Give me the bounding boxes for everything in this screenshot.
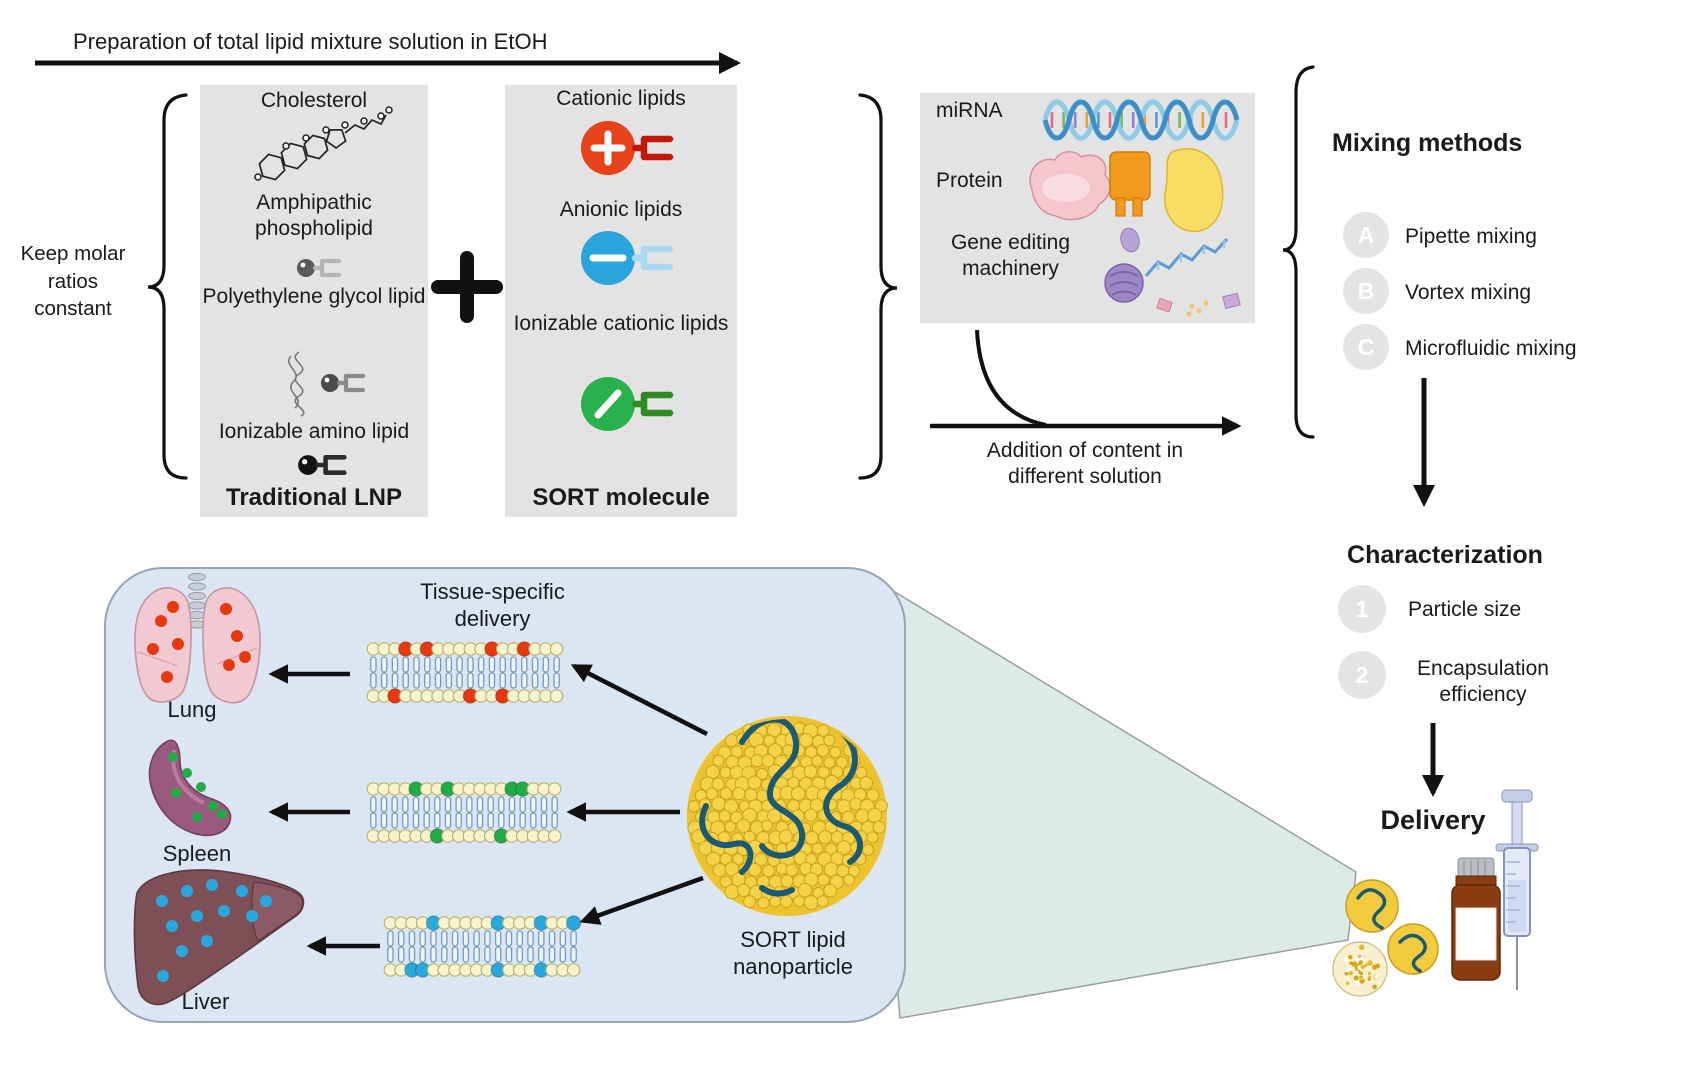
trad-component-cholesterol: Cholesterol xyxy=(260,89,368,112)
sort-molecule-box xyxy=(505,85,737,517)
characterization-label-encapsulation: Encapsulation efficiency xyxy=(1417,657,1549,707)
flow-arrows xyxy=(1412,378,1445,797)
characterization-title: Characterization xyxy=(1347,541,1543,569)
mixing-label-pipette: Pipette mixing xyxy=(1405,225,1537,248)
nanoparticle-label: SORT lipid nanoparticle xyxy=(733,927,853,980)
mixing-brace xyxy=(1282,65,1315,439)
targeting-arrows xyxy=(268,663,709,956)
traditional-lnp-title: Traditional LNP xyxy=(225,484,402,511)
tissue-panel-title: Tissue-specific delivery xyxy=(420,579,565,632)
delivered-nanoparticles xyxy=(1332,879,1439,997)
characterization-label-size: Particle size xyxy=(1408,598,1522,621)
trad-component-phospholipid: Amphipathic phospholipid xyxy=(255,191,373,241)
mixing-badge-c: C xyxy=(1343,324,1389,370)
zoom-cone xyxy=(861,570,1357,1019)
trad-component-amino: Ionizable amino lipid xyxy=(218,420,410,443)
organ-label-liver: Liver xyxy=(181,989,230,1014)
sort-component-cationic: Cationic lipids xyxy=(556,87,686,110)
trad-component-peg: Polyethylene glycol lipid xyxy=(202,285,426,308)
vial-icon xyxy=(1451,857,1501,981)
lipid-group-brace xyxy=(858,93,898,480)
spleen-illustration xyxy=(148,739,232,837)
cargo-gene-editing-label: Gene editing machinery xyxy=(950,231,1071,281)
sort-nanoparticle-illustration xyxy=(687,716,888,916)
addition-arrow xyxy=(930,329,1242,436)
keep-molar-label: Keep molar ratios constant xyxy=(20,242,126,321)
cargo-mirna-label: miRNA xyxy=(936,99,1003,122)
plus-icon xyxy=(431,251,503,323)
mixing-label-microfluidic: Microfluidic mixing xyxy=(1405,337,1577,360)
bilayer xyxy=(366,781,562,844)
bilayer xyxy=(366,641,564,704)
addition-label: Addition of content in different solutio… xyxy=(986,439,1184,489)
delivery-title: Delivery xyxy=(1380,805,1486,835)
keep-molar-brace xyxy=(147,93,188,480)
sort-molecule-title: SORT molecule xyxy=(532,484,710,511)
liver-illustration xyxy=(133,869,305,1006)
cargo-box xyxy=(920,93,1255,323)
mixing-badge-b: B xyxy=(1343,268,1389,314)
bilayer xyxy=(383,915,582,978)
prep-title: Preparation of total lipid mixture solut… xyxy=(73,29,548,54)
mixing-methods-title: Mixing methods xyxy=(1332,129,1523,157)
sort-component-ionizable: Ionizable cationic lipids xyxy=(513,312,729,335)
mixing-label-vortex: Vortex mixing xyxy=(1405,281,1532,304)
organ-label-spleen: Spleen xyxy=(162,841,232,866)
cargo-protein-label: Protein xyxy=(936,169,1003,192)
sort-component-anionic: Anionic lipids xyxy=(559,198,683,221)
mixing-badge-a: A xyxy=(1343,212,1389,258)
organ-label-lung: Lung xyxy=(167,697,217,722)
characterization-badge-1: 1 xyxy=(1338,585,1386,633)
lipid-bilayers xyxy=(366,641,582,978)
characterization-badge-2: 2 xyxy=(1338,651,1386,699)
lungs-illustration xyxy=(134,572,261,704)
